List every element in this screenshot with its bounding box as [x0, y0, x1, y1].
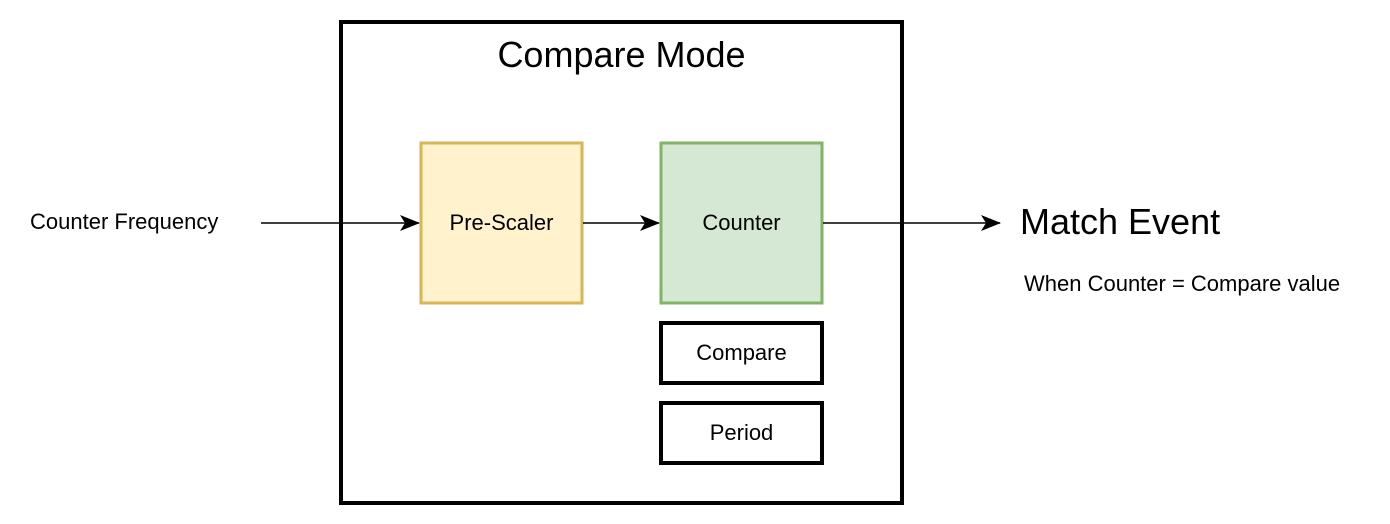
prescaler-block [419, 141, 584, 305]
counter-label: Counter [702, 210, 781, 235]
prescaler-label: Pre-Scaler [449, 210, 554, 235]
compare-register-block [659, 321, 824, 385]
compare-label: Compare [696, 340, 787, 365]
period-register-block [659, 401, 824, 465]
counter-block [659, 141, 824, 305]
input-label-counter-frequency: Counter Frequency [30, 209, 219, 234]
compare-mode-frame [339, 20, 904, 505]
diagram-title: Compare Mode [497, 34, 746, 75]
output-note: When Counter = Compare value [1024, 271, 1341, 296]
output-label-match-event: Match Event [1020, 201, 1221, 242]
period-label: Period [709, 420, 774, 445]
